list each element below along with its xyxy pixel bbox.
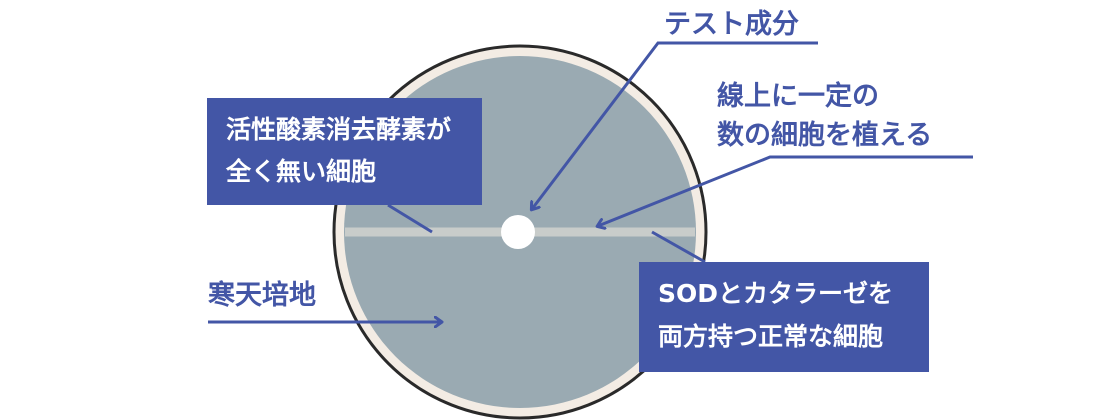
- normal-cells-line-2: 両方持つ正常な細胞: [658, 322, 883, 351]
- normal-cells-line-1: SODとカタラーゼを: [658, 279, 893, 308]
- line-cells-label-2: 数の細胞を植える: [717, 119, 932, 151]
- test-component-label: テスト成分: [664, 9, 799, 40]
- no-enzyme-cells-line-1: 活性酸素消去酵素が: [226, 115, 451, 144]
- no-enzyme-leader: [387, 203, 433, 234]
- test-component-arrow: [532, 41, 818, 209]
- test-well: [501, 215, 535, 249]
- arrows: [208, 41, 973, 322]
- cell-line-arrow: [598, 155, 973, 226]
- normal-cells-box: SODとカタラーゼを 両方持つ正常な細胞: [639, 262, 929, 372]
- line-cells-label-1: 線上に一定の: [717, 80, 879, 112]
- normal-cells-leader: [651, 230, 706, 264]
- no-enzyme-cells-box: 活性酸素消去酵素が 全く無い細胞: [207, 98, 482, 205]
- agar-medium-label: 寒天培地: [208, 279, 316, 311]
- no-enzyme-cells-line-2: 全く無い細胞: [225, 157, 376, 186]
